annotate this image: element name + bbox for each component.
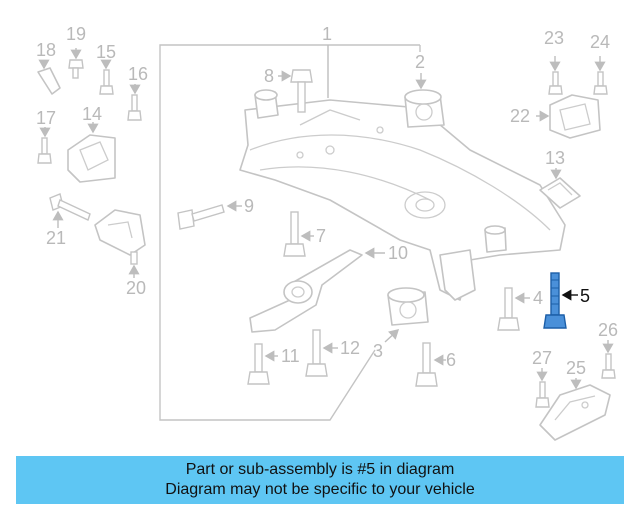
callout-10: 10 xyxy=(388,243,408,263)
banner-line-disclaimer: Diagram may not be specific to your vehi… xyxy=(165,481,475,498)
callout-2: 2 xyxy=(415,52,425,72)
mount-part-14 xyxy=(67,134,116,183)
callout-7: 7 xyxy=(316,226,326,246)
callout-16: 16 xyxy=(128,64,148,84)
callout-20: 20 xyxy=(126,278,146,298)
bolt-part-8 xyxy=(290,69,313,113)
torque-rod-part-10 xyxy=(249,249,363,333)
callout-12: 12 xyxy=(340,338,360,358)
callout-17: 17 xyxy=(36,108,56,128)
bracket-part-18 xyxy=(37,67,61,95)
bolt-part-26 xyxy=(601,353,616,379)
bolt-part-4 xyxy=(497,287,520,331)
bolt-part-9 xyxy=(177,204,225,230)
bolt-part-23 xyxy=(548,71,563,95)
bracket-part-25 xyxy=(539,384,611,441)
callout-9: 9 xyxy=(244,196,254,216)
bolt-part-6 xyxy=(415,342,438,387)
pad-part-13 xyxy=(539,177,581,209)
bolt-part-19 xyxy=(68,59,84,79)
callout-26: 26 xyxy=(598,320,618,340)
bolt-part-21 xyxy=(49,193,91,221)
callout-23: 23 xyxy=(544,28,564,48)
banner-line-part-number: Part or sub-assembly is #5 in diagram xyxy=(185,461,455,478)
mount-part-22 xyxy=(549,94,601,139)
callout-14: 14 xyxy=(82,104,102,124)
callout-11: 11 xyxy=(281,346,300,366)
leader-3 xyxy=(384,329,400,343)
callout-15: 15 xyxy=(96,42,116,62)
bolt-part-7 xyxy=(283,211,306,257)
mount-part-2 xyxy=(404,89,445,128)
bolt-part-16 xyxy=(127,94,142,121)
subframe-part xyxy=(239,89,566,301)
callout-4: 4 xyxy=(533,288,543,308)
bolt-part-12 xyxy=(305,329,328,377)
callout-27: 27 xyxy=(532,348,552,368)
callout-5: 5 xyxy=(580,286,590,306)
callout-3: 3 xyxy=(373,341,383,361)
bolt-part-24 xyxy=(593,71,608,95)
bolt-part-5-highlighted xyxy=(543,272,567,329)
callout-19: 19 xyxy=(66,24,86,44)
assembly-frame xyxy=(159,44,420,421)
callout-21: 21 xyxy=(46,228,66,248)
bolt-part-17 xyxy=(37,137,52,164)
bracket-part-20 xyxy=(94,209,146,265)
mount-part-3 xyxy=(387,287,429,326)
callout-8: 8 xyxy=(264,66,274,86)
bolt-part-27 xyxy=(535,381,550,408)
callout-25: 25 xyxy=(566,358,586,378)
callout-6: 6 xyxy=(446,350,456,370)
callout-18: 18 xyxy=(36,40,56,60)
bolt-part-15 xyxy=(99,69,114,95)
parts-diagram: 1 2 3 4 5 6 7 xyxy=(36,24,618,441)
info-banner: Part or sub-assembly is #5 in diagram Di… xyxy=(16,456,624,504)
callout-13: 13 xyxy=(545,148,565,168)
callout-22: 22 xyxy=(510,106,530,126)
callout-24: 24 xyxy=(590,32,610,52)
callout-1: 1 xyxy=(322,24,332,44)
bolt-part-11 xyxy=(247,343,270,385)
